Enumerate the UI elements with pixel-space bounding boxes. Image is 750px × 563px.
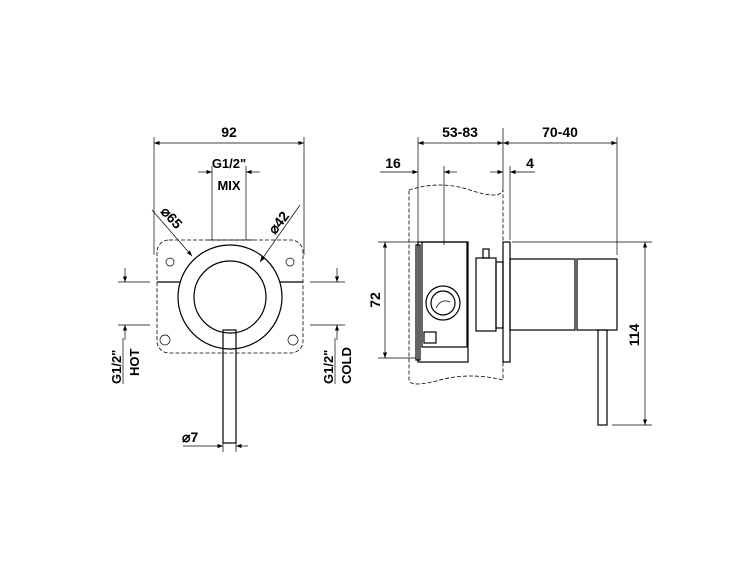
wall-section: [408, 184, 504, 385]
front-view: 92 G1/2" MIX ⌀65 ⌀42 ⌀7 G1/2" HOT: [109, 124, 354, 452]
cartridge-cover: [509, 258, 576, 331]
handle-circle: [193, 260, 267, 334]
offset-16-label: 16: [385, 155, 401, 171]
wall-plate: [502, 241, 511, 363]
cold-label: COLD: [339, 347, 354, 384]
side-view: 53-83 70-40 16 4 72 114: [367, 124, 652, 426]
lever-diameter-label: ⌀7: [182, 429, 198, 445]
projection-range-label: 70-40: [542, 124, 578, 140]
width-label: 92: [221, 124, 237, 140]
inner-diameter-label: ⌀42: [265, 208, 293, 237]
outlet-mix-label: MIX: [217, 178, 240, 193]
valve-body: [421, 241, 468, 348]
outlet-size-label: G1/2": [212, 156, 246, 171]
depth-range-label: 53-83: [442, 124, 478, 140]
side-lever: [597, 329, 608, 426]
total-height-label: 114: [626, 323, 642, 346]
handle-body: [576, 258, 618, 331]
offset-4-label: 4: [526, 155, 534, 171]
lever: [222, 329, 237, 444]
hot-label: HOT: [127, 349, 142, 377]
body-height-label: 72: [367, 292, 383, 308]
hot-size-label: G1/2": [109, 350, 124, 384]
cold-size-label: G1/2": [321, 350, 336, 384]
backplate-outline: [156, 239, 304, 354]
escutcheon-circle: [177, 244, 283, 350]
outer-diameter-label: ⌀65: [158, 203, 186, 232]
